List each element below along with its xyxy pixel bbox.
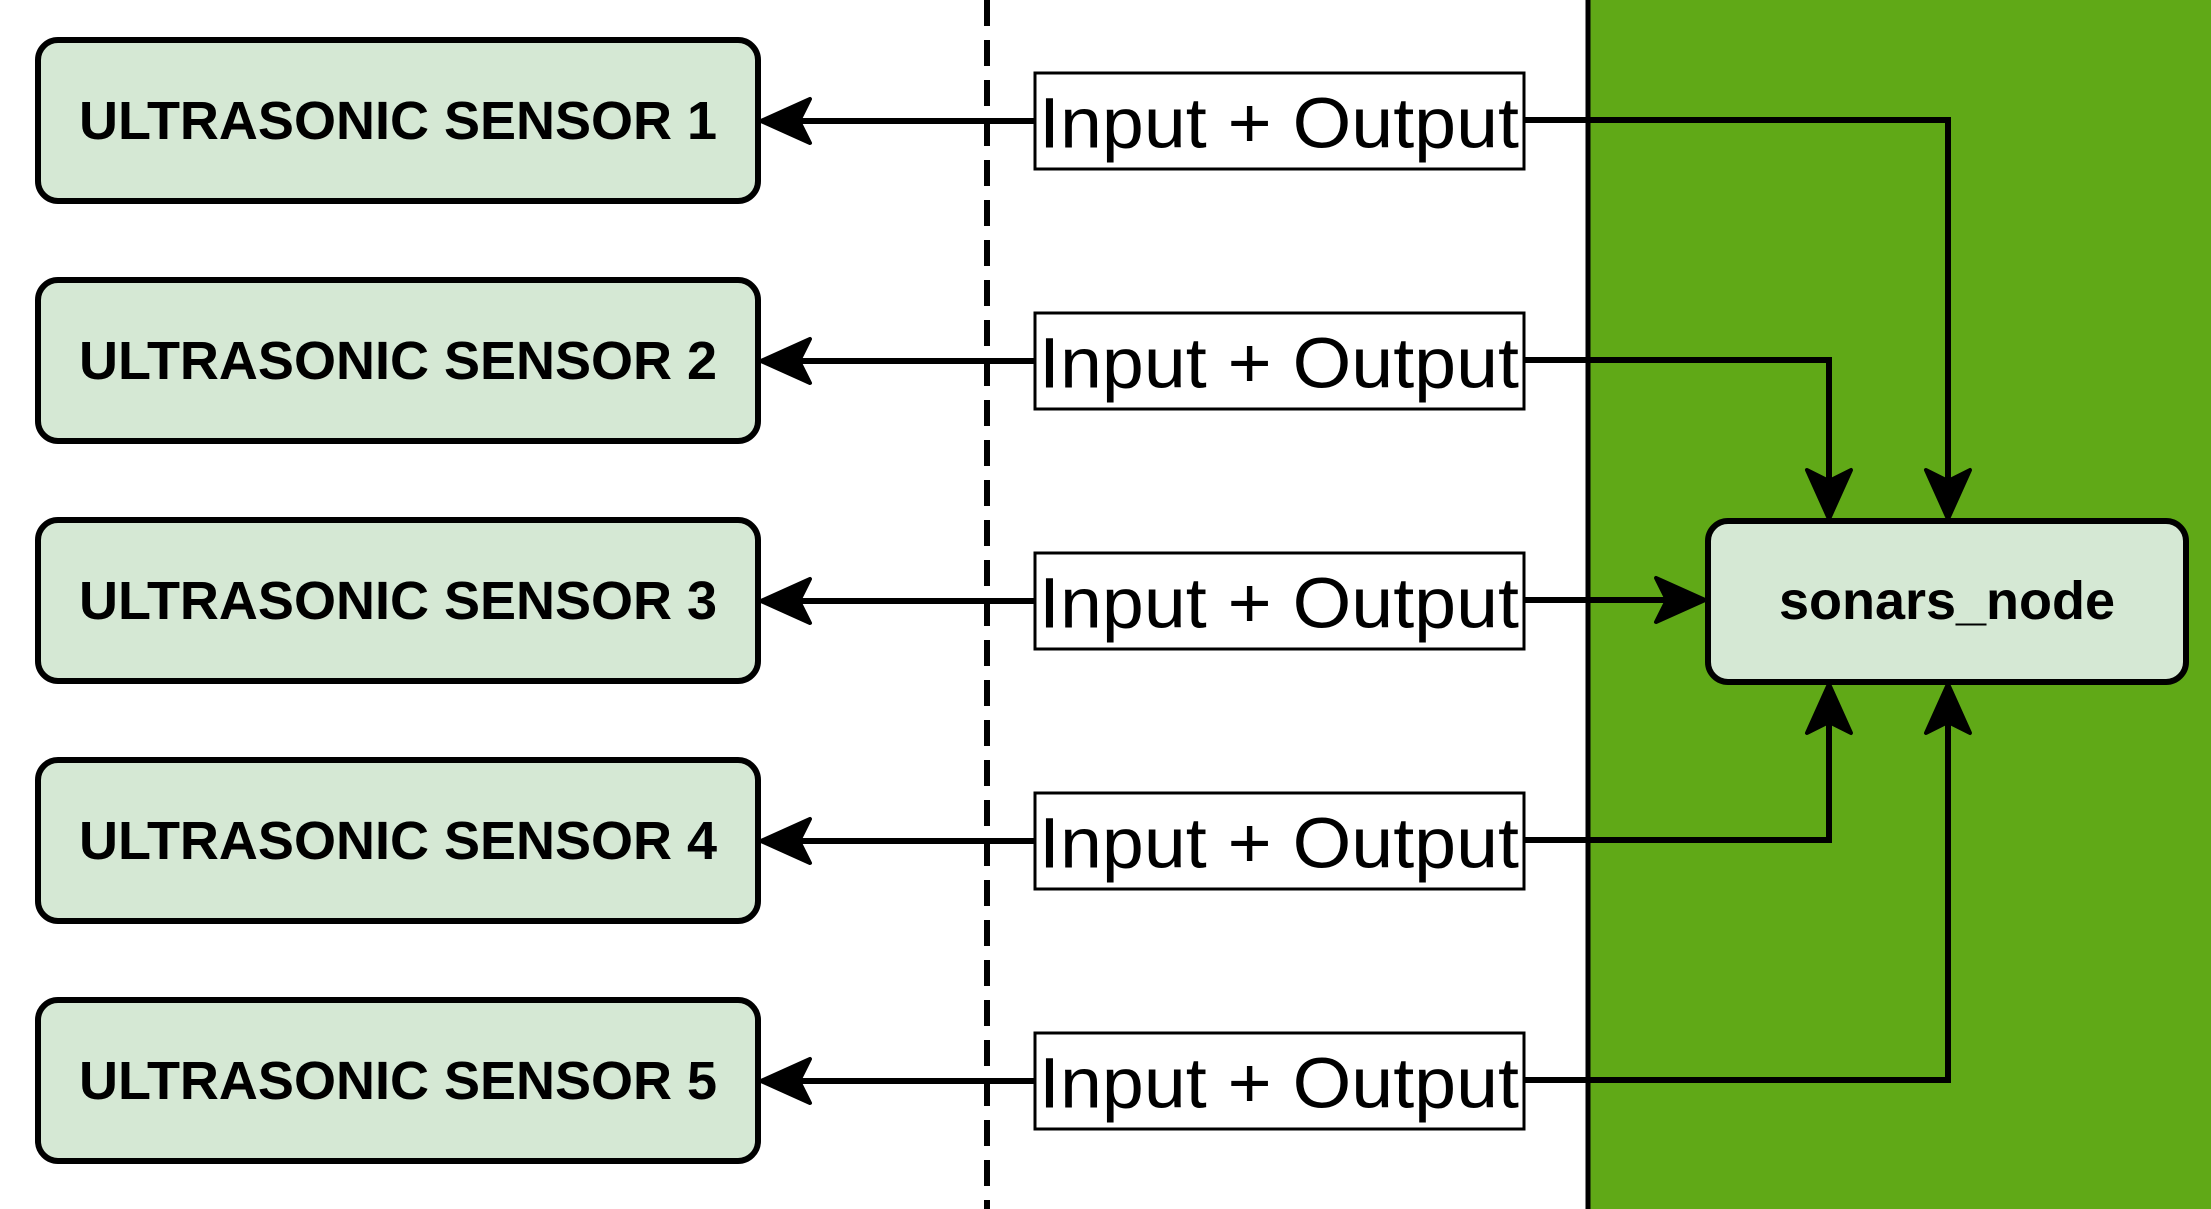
arrowhead-left [759, 1057, 812, 1105]
arrowhead-right-3 [1654, 576, 1707, 624]
arrowhead-up-4 [1805, 682, 1853, 735]
node-arrowheads [1654, 468, 1972, 735]
arrowhead-down-2 [1805, 468, 1853, 521]
io-label-4: Input + Output [1033, 791, 1526, 891]
io-label-1: Input + Output [1033, 71, 1526, 171]
arrowhead-left [759, 577, 812, 625]
sensor-box-rect [35, 37, 761, 204]
sensor-row: ULTRASONIC SENSOR 1 Input + Output [35, 37, 1526, 204]
sensor-box-rect [35, 757, 761, 924]
sensor-box-4[interactable]: ULTRASONIC SENSOR 4 [35, 757, 761, 924]
io-label-box [1033, 311, 1526, 411]
sensor-row: ULTRASONIC SENSOR 5 Input + Output [35, 997, 1526, 1164]
arrowhead-left [759, 817, 812, 865]
io-label-text: Input + Output [1039, 1045, 1519, 1124]
sensor-box-3[interactable]: ULTRASONIC SENSOR 3 [35, 517, 761, 684]
sonars-node-box [1705, 518, 2189, 685]
connector-group [1525, 117, 1951, 1083]
io-label-5: Input + Output [1033, 1031, 1526, 1131]
sensor-row: ULTRASONIC SENSOR 2 Input + Output [35, 277, 1526, 444]
sensor-box-rect [35, 277, 761, 444]
connector-4 [1525, 708, 1832, 843]
sensor-label: ULTRASONIC SENSOR 1 [79, 91, 717, 151]
arrowhead-down-1 [1924, 468, 1972, 521]
sensor-label: ULTRASONIC SENSOR 4 [79, 811, 717, 871]
sonars-node[interactable]: sonars_node [1705, 518, 2189, 685]
io-label-text: Input + Output [1039, 805, 1519, 884]
arrowhead-up-5 [1924, 682, 1972, 735]
sonars-node-label: sonars_node [1779, 571, 2115, 631]
io-label-box [1033, 551, 1526, 651]
sensor-label: ULTRASONIC SENSOR 3 [79, 571, 717, 631]
sensor-row: ULTRASONIC SENSOR 4 Input + Output [35, 757, 1526, 924]
io-label-box [1033, 791, 1526, 891]
connector-5 [1525, 708, 1951, 1083]
io-label-text: Input + Output [1039, 325, 1519, 404]
io-label-2: Input + Output [1033, 311, 1526, 411]
sensor-box-5[interactable]: ULTRASONIC SENSOR 5 [35, 997, 761, 1164]
sensor-label: ULTRASONIC SENSOR 5 [79, 1051, 717, 1111]
io-label-text: Input + Output [1039, 85, 1519, 164]
sensor-label: ULTRASONIC SENSOR 2 [79, 331, 717, 391]
io-label-box [1033, 71, 1526, 171]
arrowhead-left [759, 337, 812, 385]
io-label-text: Input + Output [1039, 565, 1519, 644]
io-label-3: Input + Output [1033, 551, 1526, 651]
sensor-row: ULTRASONIC SENSOR 3 Input + Output [35, 517, 1526, 684]
sensor-box-rect [35, 517, 761, 684]
connector-2 [1525, 357, 1832, 495]
io-label-box [1033, 1031, 1526, 1131]
sensor-box-rect [35, 997, 761, 1164]
connector-1 [1525, 117, 1951, 495]
sensor-box-1[interactable]: ULTRASONIC SENSOR 1 [35, 37, 761, 204]
arrowhead-left [759, 97, 812, 145]
sensor-box-2[interactable]: ULTRASONIC SENSOR 2 [35, 277, 761, 444]
